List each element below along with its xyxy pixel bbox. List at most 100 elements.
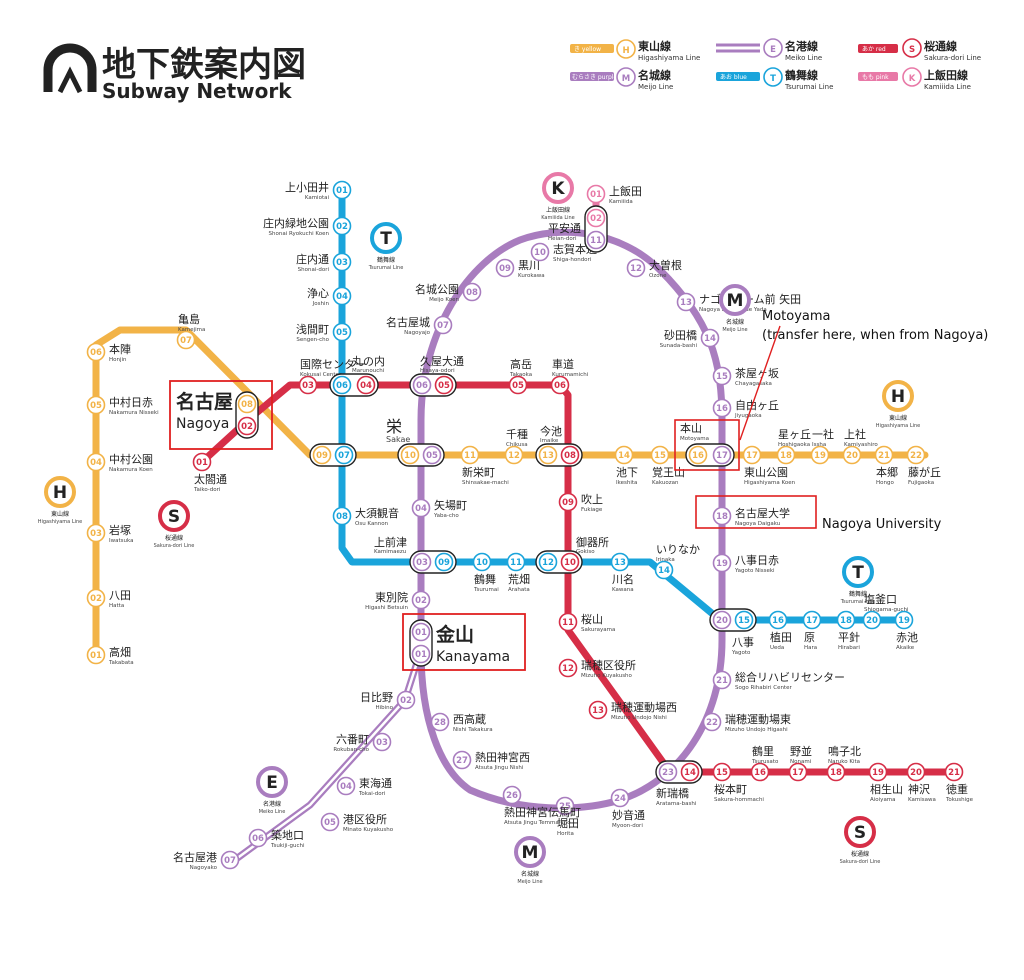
- station-name: 瑞穂区役所: [581, 658, 636, 672]
- station-m-16[interactable]: 16自由ヶ丘Jiyugaoka: [712, 398, 780, 419]
- station-name-en: Kamisawa: [908, 797, 936, 803]
- imaike-h13-num: 13: [542, 451, 554, 461]
- legend-higashiyama-en: Higashiyama Line: [638, 54, 700, 62]
- station-number: 01: [336, 186, 348, 196]
- station-marker: [86, 588, 106, 608]
- station-name: 高岳: [510, 357, 532, 371]
- heian-m11-icon: [586, 230, 606, 250]
- aratama-m23-icon: [658, 762, 678, 782]
- station-marker: [332, 286, 352, 306]
- station-marker: [776, 445, 796, 465]
- line-badge-en: Higashiyama Line: [38, 519, 83, 525]
- legend-higashiyama-jp: 東山線: [638, 39, 671, 53]
- station-name-en: Akaike: [896, 645, 915, 651]
- aratama-s14-num: 14: [684, 768, 696, 778]
- legend-chip-higashiyama: [570, 44, 614, 53]
- station-number: 11: [562, 618, 574, 628]
- station-name-en: Fujigaoka: [908, 480, 934, 486]
- legend-meijo-en: Meijo Line: [638, 83, 673, 91]
- station-number: 08: [466, 288, 478, 298]
- station-name: 八田: [109, 589, 131, 602]
- station-marker: [810, 445, 830, 465]
- station-name-en: Nishi Takakura: [453, 727, 493, 733]
- station-name-en: Honjin: [109, 357, 127, 363]
- station-name: 港区役所: [343, 812, 387, 826]
- station-name-en: Shinsakae-machi: [462, 480, 509, 486]
- station-name-en: Tokai-dori: [358, 791, 386, 797]
- legend-sakura-code: S: [909, 45, 915, 55]
- station-name: 上飯田: [609, 184, 642, 198]
